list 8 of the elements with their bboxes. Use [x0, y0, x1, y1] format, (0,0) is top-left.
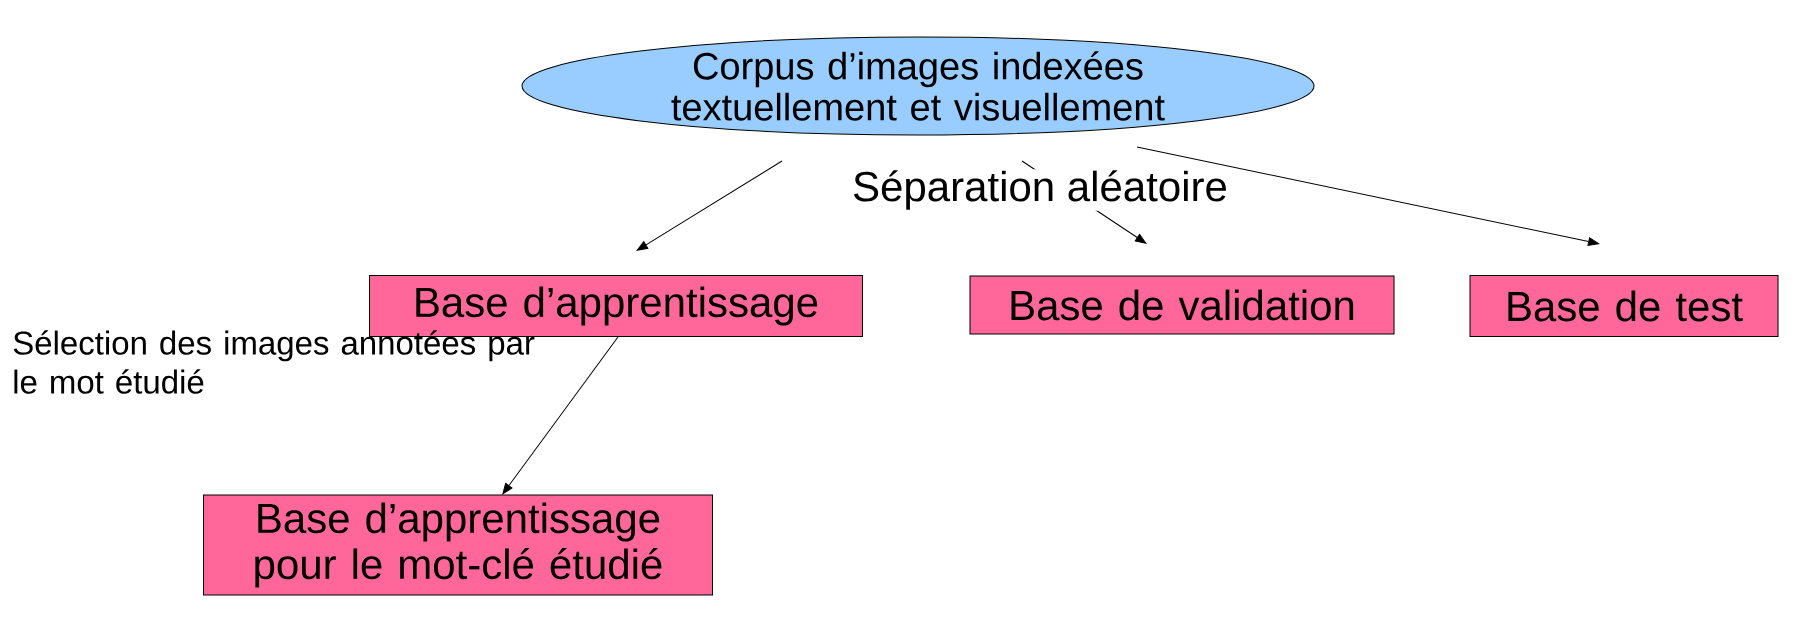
arrow: [502, 336, 619, 495]
process-box: Base d’apprentissage pour le mot-clé étudié: [203, 494, 713, 596]
process-box: Base de validation: [969, 275, 1395, 335]
label: Séparation aléatoire: [851, 169, 1229, 211]
ellipse-node: Corpus d’images indexées textuellement et visuellement: [521, 36, 1315, 136]
process-box: Base de test: [1469, 275, 1779, 337]
arrow: [636, 160, 783, 251]
arrow: [1136, 146, 1600, 246]
